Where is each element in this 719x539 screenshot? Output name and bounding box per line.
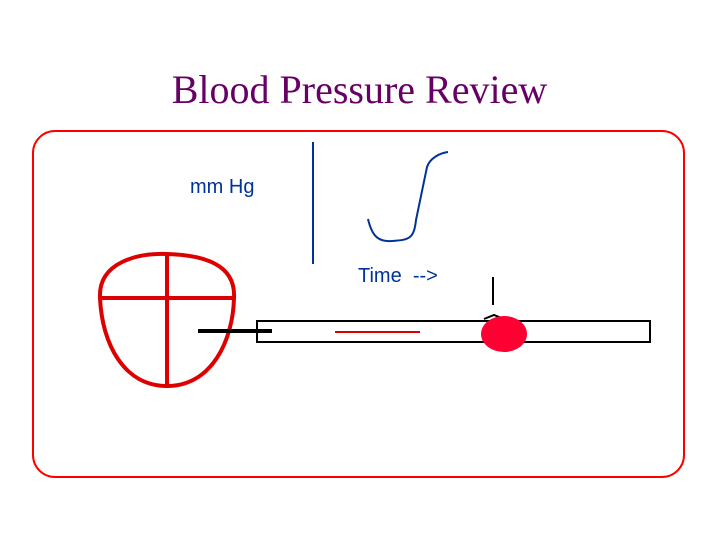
vessel-tube — [256, 320, 651, 343]
heart-icon — [97, 251, 237, 389]
pressure-curve — [367, 151, 449, 243]
slide-frame — [32, 130, 685, 478]
blood-cell — [481, 316, 527, 352]
slide-title: Blood Pressure Review — [171, 67, 548, 112]
y-axis-label: mm Hg — [190, 176, 255, 198]
x-axis-label: Time --> — [358, 265, 438, 287]
